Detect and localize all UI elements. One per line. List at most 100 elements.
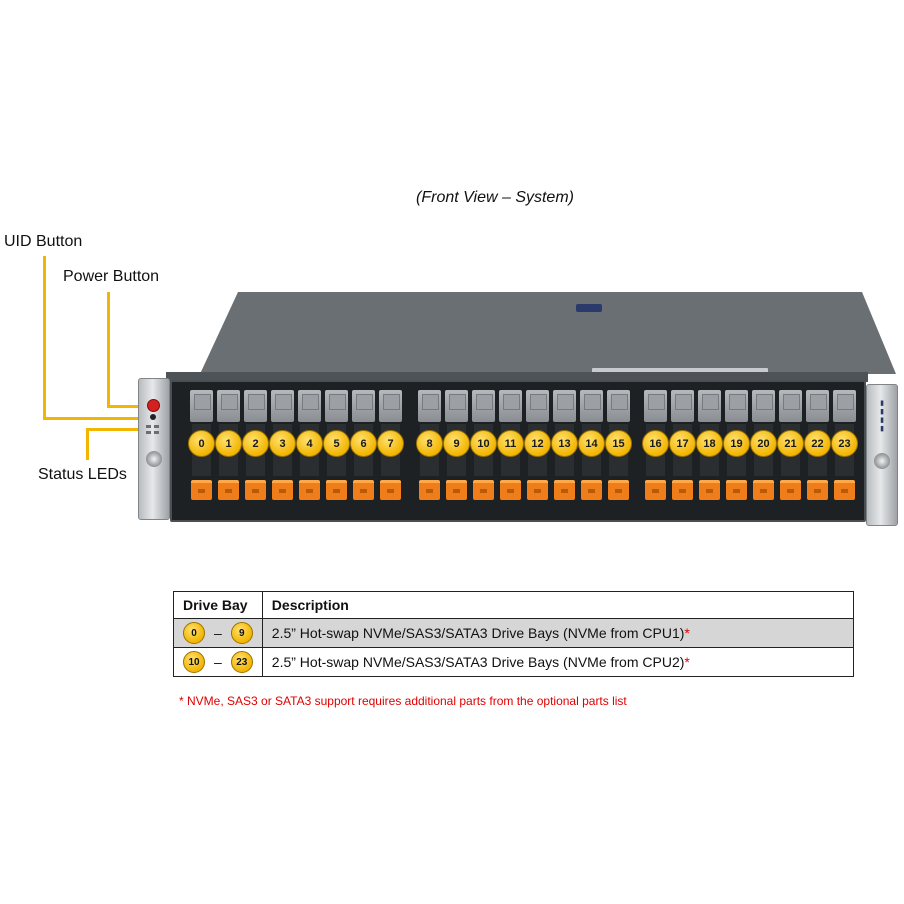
uid-button[interactable] <box>147 399 160 412</box>
drive-release-latch[interactable] <box>419 480 440 500</box>
drive-release-latch[interactable] <box>380 480 401 500</box>
power-button[interactable] <box>150 414 156 420</box>
drive-release-latch[interactable] <box>446 480 467 500</box>
drive-bay[interactable]: 16 <box>642 390 669 508</box>
drive-bay[interactable]: 3 <box>269 390 296 508</box>
drive-bay[interactable]: 21 <box>777 390 804 508</box>
drive-tray-handle <box>698 390 721 422</box>
drive-release-latch[interactable] <box>191 480 212 500</box>
drive-release-latch[interactable] <box>672 480 693 500</box>
drive-release-latch[interactable] <box>834 480 855 500</box>
drive-bay[interactable]: 2 <box>242 390 269 508</box>
drive-bay[interactable]: 11 <box>497 390 524 508</box>
drive-tray-handle <box>472 390 495 422</box>
status-led <box>154 431 159 434</box>
figure-caption: (Front View – System) <box>416 189 574 206</box>
uid-leader-line <box>43 256 46 419</box>
bay-badge: 23 <box>230 651 253 673</box>
drive-release-latch[interactable] <box>645 480 666 500</box>
drive-bay[interactable]: 1 <box>215 390 242 508</box>
drive-release-latch[interactable] <box>299 480 320 500</box>
drive-release-latch[interactable] <box>726 480 747 500</box>
drive-bay[interactable]: 22 <box>804 390 831 508</box>
drive-bay[interactable]: 7 <box>377 390 404 508</box>
drive-bay[interactable]: 23 <box>831 390 858 508</box>
drive-tray-handle <box>671 390 694 422</box>
drive-bay[interactable]: 12 <box>524 390 551 508</box>
drive-bay[interactable]: 13 <box>551 390 578 508</box>
drive-bay[interactable]: 4 <box>296 390 323 508</box>
drive-release-latch[interactable] <box>272 480 293 500</box>
drive-bay-number: 19 <box>723 430 750 457</box>
bay-description-text: 2.5” Hot-swap NVMe/SAS3/SATA3 Drive Bays… <box>271 654 685 670</box>
drive-bay-number: 1 <box>215 430 242 457</box>
drive-bay[interactable]: 20 <box>750 390 777 508</box>
drive-bay[interactable]: 0 <box>188 390 215 508</box>
drive-bay[interactable]: 18 <box>696 390 723 508</box>
drive-bay[interactable]: 9 <box>443 390 470 508</box>
drive-release-latch[interactable] <box>581 480 602 500</box>
bay-description: 2.5” Hot-swap NVMe/SAS3/SATA3 Drive Bays… <box>261 647 855 677</box>
drive-release-latch[interactable] <box>245 480 266 500</box>
drive-release-latch[interactable] <box>473 480 494 500</box>
chassis-front-band <box>166 372 868 382</box>
bay-badge: 0 <box>183 622 205 644</box>
drive-bay[interactable]: 8 <box>416 390 443 508</box>
drive-release-latch[interactable] <box>500 480 521 500</box>
right-ear: ▮▮▮▮ <box>866 384 898 526</box>
drive-bay[interactable]: 10 <box>470 390 497 508</box>
status-led <box>146 431 151 434</box>
left-thumbscrew <box>146 451 162 467</box>
drive-release-latch[interactable] <box>326 480 347 500</box>
drive-release-latch[interactable] <box>753 480 774 500</box>
drive-tray-handle <box>190 390 213 422</box>
drive-tray-handle <box>607 390 630 422</box>
table-row: 10 – 23 2.5” Hot-swap NVMe/SAS3/SATA3 Dr… <box>173 647 855 677</box>
drive-release-latch[interactable] <box>807 480 828 500</box>
status-led <box>154 425 159 428</box>
drive-release-latch[interactable] <box>780 480 801 500</box>
drive-release-latch[interactable] <box>608 480 629 500</box>
bay-description-text: 2.5” Hot-swap NVMe/SAS3/SATA3 Drive Bays… <box>271 625 685 641</box>
drive-release-latch[interactable] <box>699 480 720 500</box>
drive-release-latch[interactable] <box>554 480 575 500</box>
drive-release-latch[interactable] <box>353 480 374 500</box>
drive-bay[interactable]: 14 <box>578 390 605 508</box>
drive-bay-range: 0 – 9 <box>173 618 263 648</box>
drive-bay-number: 11 <box>497 430 524 457</box>
power-leader-line <box>107 292 110 407</box>
footnote: * NVMe, SAS3 or SATA3 support requires a… <box>179 694 627 708</box>
drive-bay-number: 0 <box>188 430 215 457</box>
drive-bay-number: 6 <box>350 430 377 457</box>
status-leader-line <box>86 428 89 460</box>
drive-bay-number: 16 <box>642 430 669 457</box>
drive-bay-table: Drive Bay Description 0 – 9 2.5” Hot-swa… <box>173 591 855 677</box>
drive-bay-range: 10 – 23 <box>173 647 263 677</box>
uid-button-callout: UID Button <box>4 233 83 250</box>
uid-leader-line <box>43 417 143 420</box>
drive-bay-number: 2 <box>242 430 269 457</box>
lid-release-tab <box>576 304 602 312</box>
chassis-lid <box>200 292 896 374</box>
drive-tray-handle <box>298 390 321 422</box>
status-leader-line <box>86 428 144 431</box>
drive-tray-handle <box>779 390 802 422</box>
drive-tray-handle <box>445 390 468 422</box>
drive-bay[interactable]: 5 <box>323 390 350 508</box>
drive-tray-handle <box>553 390 576 422</box>
drive-tray-handle <box>217 390 240 422</box>
asterisk: * <box>684 654 690 670</box>
drive-release-latch[interactable] <box>527 480 548 500</box>
drive-bay-number: 21 <box>777 430 804 457</box>
drive-bay-number: 14 <box>578 430 605 457</box>
drive-release-latch[interactable] <box>218 480 239 500</box>
drive-bay[interactable]: 19 <box>723 390 750 508</box>
drive-tray-handle <box>379 390 402 422</box>
drive-bay[interactable]: 15 <box>605 390 632 508</box>
drive-bay[interactable]: 17 <box>669 390 696 508</box>
power-leader-line <box>107 405 145 408</box>
drive-bay[interactable]: 6 <box>350 390 377 508</box>
left-control-ear <box>138 378 170 520</box>
table-header-drive-bay: Drive Bay <box>173 591 263 619</box>
drive-bay-number: 9 <box>443 430 470 457</box>
